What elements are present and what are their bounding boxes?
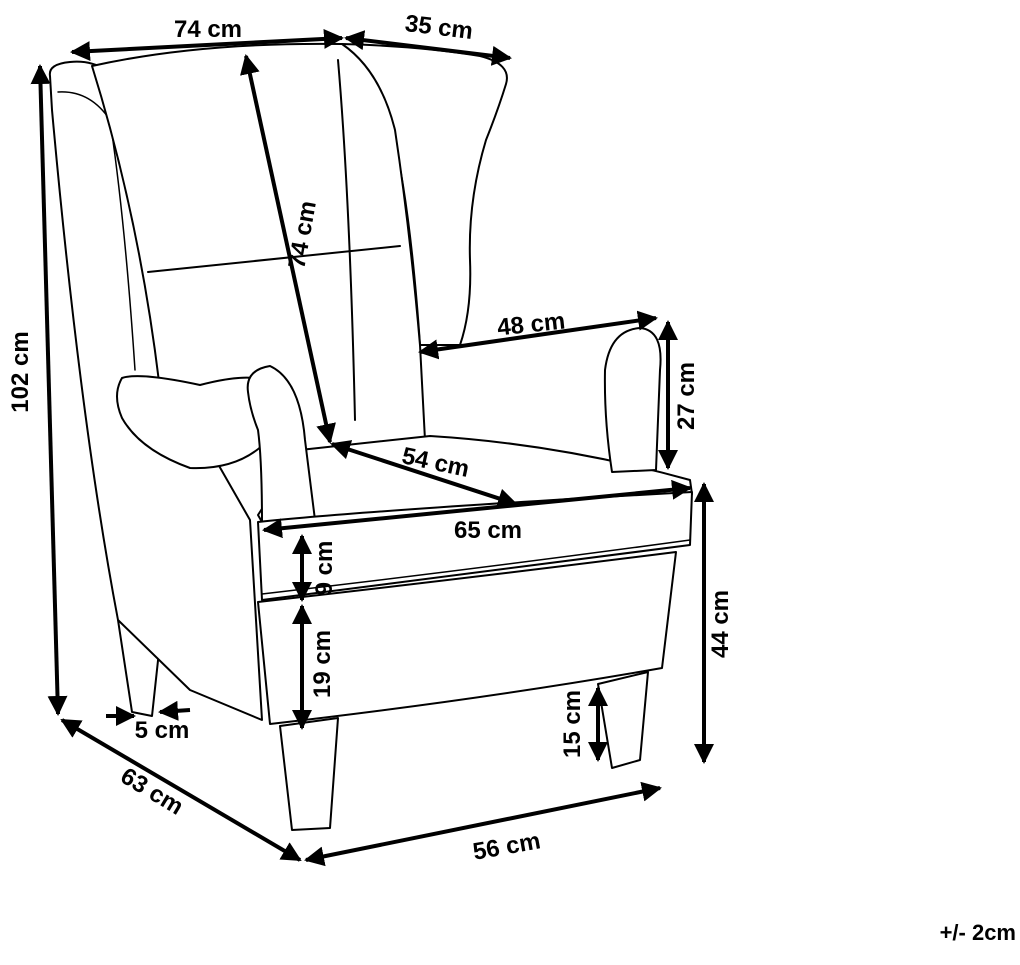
armchair-drawing — [48, 42, 693, 831]
dim-line-seat-width — [262, 479, 692, 539]
label-cushion-thickness: 9 cm — [311, 541, 338, 596]
label-front-panel-height: 19 cm — [309, 630, 336, 698]
cushion-piping — [261, 539, 691, 595]
dim-line-base-width — [304, 781, 662, 867]
label-base-width: 56 cm — [471, 827, 543, 865]
dim-line-width-total — [70, 28, 344, 62]
label-seat-width: 65 cm — [454, 517, 522, 544]
dim-line-total-height — [30, 64, 68, 716]
label-total-height: 102 cm — [7, 331, 34, 412]
right-armrest — [603, 327, 662, 473]
dim-line-backrest-height — [240, 54, 336, 444]
label-seat-height: 44 cm — [707, 590, 734, 658]
front-leg-left — [279, 717, 339, 831]
dim-line-total-depth — [60, 718, 302, 862]
label-wing-depth: 35 cm — [403, 10, 474, 45]
dimension-lines — [30, 28, 714, 867]
label-width-total: 74 cm — [174, 16, 242, 43]
tolerance-note: +/- 2cm — [940, 920, 1016, 945]
backrest-center-seam — [337, 59, 356, 421]
label-armrest-length: 48 cm — [496, 308, 567, 342]
dim-line-leg-size-right — [158, 700, 191, 721]
dim-line-wing-depth — [344, 30, 512, 66]
label-leg-size: 5 cm — [135, 717, 190, 744]
left-wing-piping — [57, 91, 136, 371]
front-panel — [257, 551, 677, 725]
dim-line-armrest-length — [418, 310, 658, 360]
back-leg-right — [597, 671, 649, 769]
label-leg-height: 15 cm — [559, 690, 586, 758]
label-armrest-height: 27 cm — [673, 362, 700, 430]
